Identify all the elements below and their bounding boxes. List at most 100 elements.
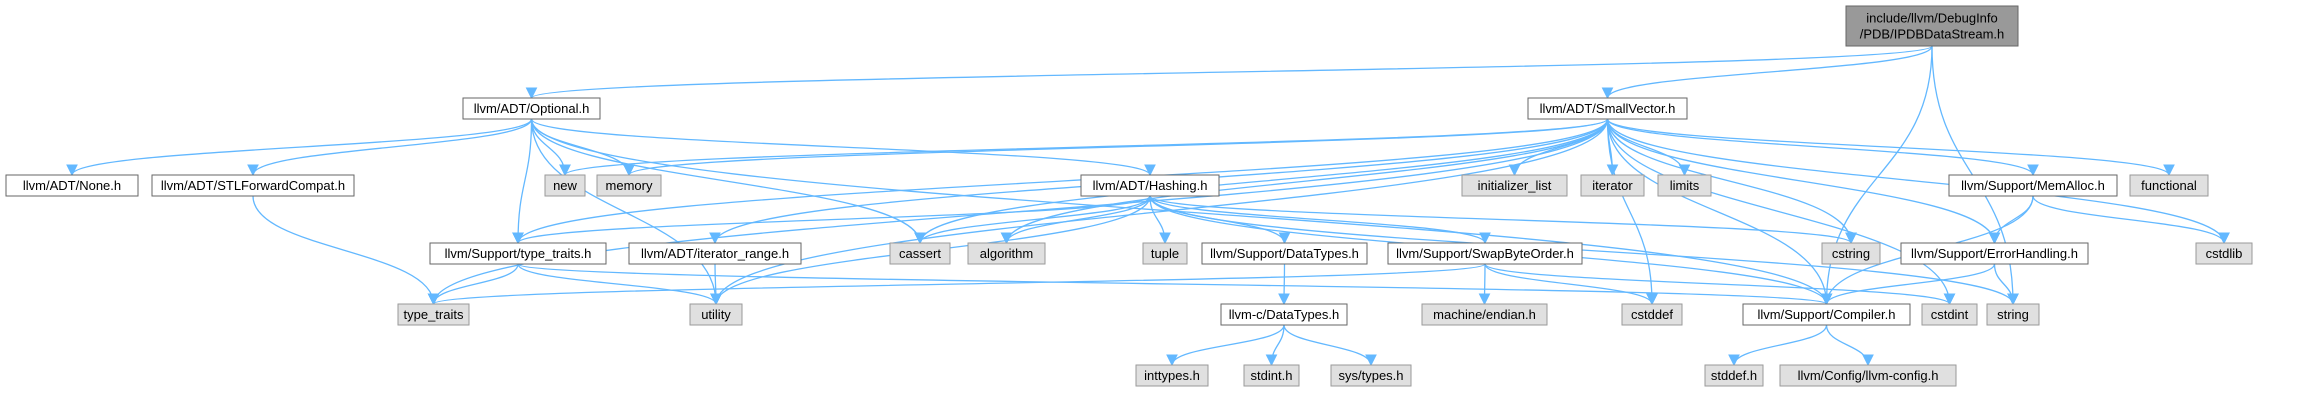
edge-line [1484, 263, 1658, 306]
node-box [2195, 242, 2253, 265]
node-label: cassert [899, 246, 941, 261]
node-cstdint: cstdint [1921, 303, 1978, 326]
node-endian: machine/endian.h [1421, 303, 1548, 326]
node-label: cstdlib [2206, 246, 2243, 261]
node-compiler[interactable]: llvm/Support/Compiler.h [1742, 303, 1911, 326]
node-box [889, 242, 951, 265]
node-label: memory [606, 178, 653, 193]
node-smallvector[interactable]: llvm/ADT/SmallVector.h [1527, 97, 1688, 120]
edge-line [517, 263, 1832, 306]
node-box [1779, 364, 1957, 387]
edge-smallvector-to-cstdlib [1606, 118, 2230, 245]
node-label: initializer_list [1478, 178, 1552, 193]
node-box [1986, 303, 2040, 326]
node-cassert: cassert [889, 242, 951, 265]
node-label: llvm/ADT/STLForwardCompat.h [161, 178, 345, 193]
edge-line [1601, 45, 1933, 100]
node-box [544, 174, 586, 197]
node-label: llvm/Support/Compiler.h [1758, 307, 1896, 322]
node-limits: limits [1657, 174, 1712, 197]
node-label: llvm/Support/type_traits.h [445, 246, 592, 261]
node-label: /PDB/IPDBDataStream.h [1860, 27, 2005, 42]
edge-line [530, 118, 571, 177]
edge-smallvector-to-cstdint [1606, 118, 1956, 306]
edge-smallvector-to-typetraitsh [512, 118, 1609, 245]
edge-swapbyte-to-cstddef [1484, 263, 1658, 306]
node-label: iterator [1592, 178, 1633, 193]
node-optional[interactable]: llvm/ADT/Optional.h [462, 97, 601, 120]
edge-line [1606, 118, 1956, 306]
edge-line [512, 195, 1151, 245]
node-label: type_traits [404, 307, 464, 322]
node-label: sys/types.h [1338, 368, 1403, 383]
node-hashing[interactable]: llvm/ADT/Hashing.h [1080, 174, 1220, 197]
node-box [1330, 364, 1412, 387]
edge-line [710, 263, 722, 306]
edge-line [1825, 324, 1874, 367]
edge-line [252, 195, 440, 306]
edge-optional-to-stlforward [247, 118, 533, 177]
node-string: string [1986, 303, 2040, 326]
node-label: machine/endian.h [1433, 307, 1536, 322]
edge-line [512, 118, 1609, 245]
node-label: llvm/Config/llvm-config.h [1798, 368, 1939, 383]
node-memalloc[interactable]: llvm/Support/MemAlloc.h [1948, 174, 2118, 197]
node-label: llvm-c/DataTypes.h [1229, 307, 1340, 322]
node-cstddef: cstddef [1621, 303, 1683, 326]
edge-root-to-smallvector [1601, 45, 1933, 100]
node-box [5, 174, 139, 197]
node-datatypes[interactable]: llvm/Support/DataTypes.h [1201, 242, 1368, 265]
edge-smallvector-to-memory [623, 118, 1609, 177]
node-label: llvm/ADT/Hashing.h [1093, 178, 1208, 193]
node-stddef: stddef.h [1704, 364, 1764, 387]
edge-smallvector-to-new [559, 118, 1609, 177]
node-iterrange[interactable]: llvm/ADT/iterator_range.h [628, 242, 802, 265]
node-typetraitsh[interactable]: llvm/Support/type_traits.h [429, 242, 607, 265]
edge-smallvector-to-cassert [914, 118, 1609, 245]
edge-cdatatypes-to-stdint [1265, 324, 1285, 367]
edge-hashing-to-cassert [914, 195, 1151, 245]
edge-line [1484, 263, 1956, 306]
node-box [689, 303, 743, 326]
node-cdatatypes[interactable]: llvm-c/DataTypes.h [1220, 303, 1348, 326]
node-errorhandling[interactable]: llvm/Support/ErrorHandling.h [1900, 242, 2089, 265]
edge-stlforward-to-typetraits [252, 195, 440, 306]
edge-line [1820, 45, 1933, 306]
node-label: new [553, 178, 577, 193]
edge-optional-to-memory [530, 118, 635, 177]
node-none[interactable]: llvm/ADT/None.h [5, 174, 139, 197]
node-box [1201, 242, 1368, 265]
edge-typetraitsh-to-utility [517, 263, 722, 306]
edge-line [710, 118, 1609, 306]
node-cstdlib: cstdlib [2195, 242, 2253, 265]
node-label: stdint.h [1251, 368, 1293, 383]
node-stlforward[interactable]: llvm/ADT/STLForwardCompat.h [151, 174, 355, 197]
edge-line [530, 118, 635, 177]
edge-smallvector-to-cstddef [1606, 118, 1658, 306]
edge-optional-to-typetraitsh [512, 118, 533, 245]
edge-line [1606, 118, 1857, 245]
node-label: llvm/ADT/Optional.h [474, 101, 590, 116]
edge-hashing-to-cstring [1149, 195, 1857, 245]
node-box [1220, 303, 1348, 326]
edge-iterrange-to-utility [710, 263, 722, 306]
edge-line [1166, 324, 1285, 367]
edge-line [512, 118, 533, 245]
node-box [1845, 5, 2019, 47]
edge-optional-to-new [530, 118, 571, 177]
node-utility: utility [689, 303, 743, 326]
edge-line [1478, 263, 1491, 306]
node-box [1142, 242, 1188, 265]
node-label: inttypes.h [1144, 368, 1200, 383]
edge-smallvector-to-cstring [1606, 118, 1857, 245]
edge-line [66, 118, 533, 177]
edge-line [559, 118, 1609, 177]
edge-memalloc-to-errorhandling [1988, 195, 2034, 245]
node-swapbyte[interactable]: llvm/Support/SwapByteOrder.h [1387, 242, 1583, 265]
node-box [1821, 242, 1881, 265]
node-box [1135, 364, 1209, 387]
edge-line [1606, 118, 1833, 306]
edge-line [1265, 324, 1285, 367]
edge-line [1606, 118, 1658, 306]
